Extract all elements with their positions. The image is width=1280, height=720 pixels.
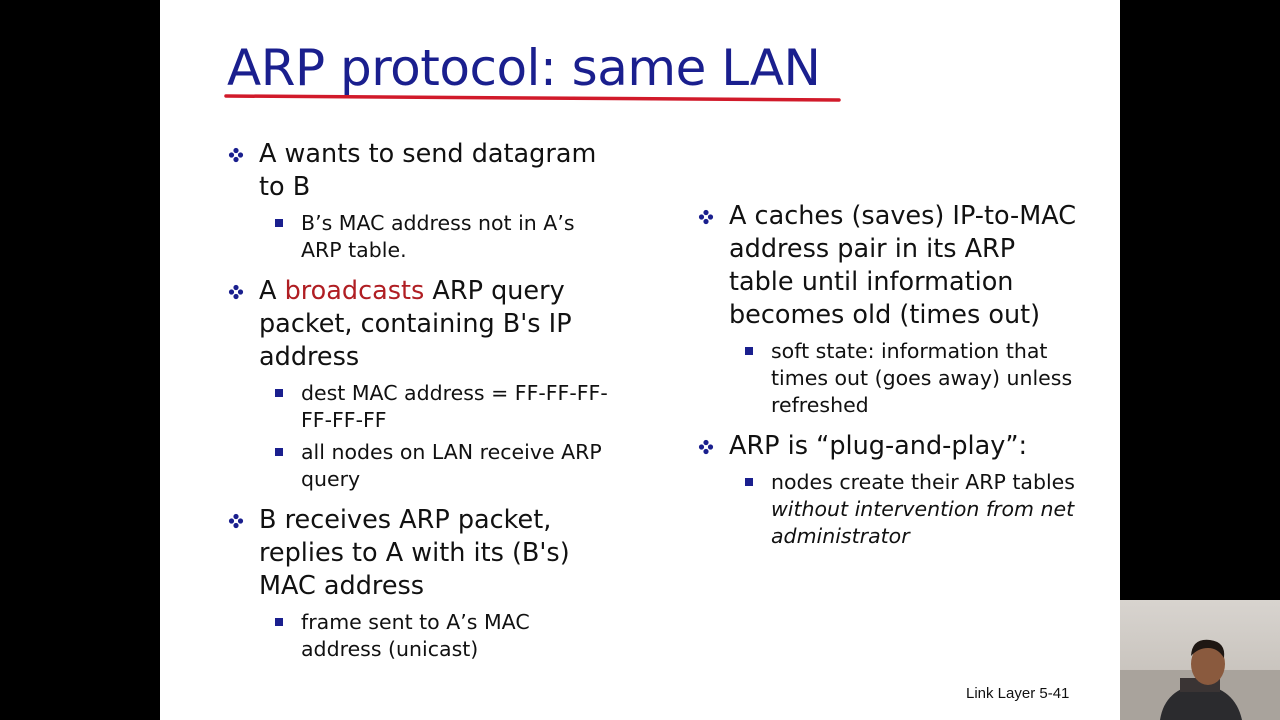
bullet-text: A wants to send datagram to B xyxy=(259,139,597,202)
sub-bullet-item: frame sent to A’s MAC address (unicast) xyxy=(259,609,608,663)
broadcasts-highlight: broadcasts xyxy=(284,276,425,306)
presenter-webcam xyxy=(1120,600,1280,720)
bullet-item: ARP is “plug-and-play”: nodes create the… xyxy=(698,430,1078,550)
sub-bullet-text: dest MAC address = FF-FF-FF-FF-FF-FF xyxy=(301,381,608,432)
bullet-item: A broadcasts ARP query packet, containin… xyxy=(228,275,608,493)
square-bullet-icon xyxy=(275,219,283,227)
sub-bullet-item: soft state: information that times out (… xyxy=(729,338,1078,419)
sub-bullet-item: nodes create their ARP tables without in… xyxy=(729,469,1078,550)
sub-bullet-text-pre: nodes create their ARP tables xyxy=(771,470,1075,494)
bullet-item: A wants to send datagram to B B’s MAC ad… xyxy=(228,138,608,264)
sub-bullet-item: dest MAC address = FF-FF-FF-FF-FF-FF xyxy=(259,380,608,434)
bullet-item: B receives ARP packet, replies to A with… xyxy=(228,504,608,663)
square-bullet-icon xyxy=(275,448,283,456)
right-column: A caches (saves) IP-to-MAC address pair … xyxy=(698,200,1078,561)
square-bullet-icon xyxy=(745,478,753,486)
slide-title: ARP protocol: same LAN xyxy=(227,39,821,97)
sub-bullet-text-italic: without intervention from net administra… xyxy=(771,497,1075,548)
title-underline xyxy=(224,94,841,102)
sub-bullet-text: all nodes on LAN receive ARP query xyxy=(301,440,602,491)
left-column: A wants to send datagram to B B’s MAC ad… xyxy=(228,138,608,674)
diamond-bullet-icon xyxy=(228,284,244,300)
bullet-text-post: ARP query packet, containing B's IP addr… xyxy=(259,276,572,372)
bullet-text: A broadcasts ARP query packet, containin… xyxy=(259,275,608,374)
square-bullet-icon xyxy=(275,618,283,626)
sub-bullet-item: all nodes on LAN receive ARP query xyxy=(259,439,608,493)
bullet-text: A caches (saves) IP-to-MAC address pair … xyxy=(729,201,1077,330)
sub-bullet-text: nodes create their ARP tables without in… xyxy=(771,469,1078,550)
sub-bullet-text: B’s MAC address not in A’s ARP table. xyxy=(301,211,575,262)
square-bullet-icon xyxy=(275,389,283,397)
diamond-bullet-icon xyxy=(698,209,714,225)
presenter-silhouette xyxy=(1120,639,1280,720)
sub-bullet-item: B’s MAC address not in A’s ARP table. xyxy=(259,210,608,264)
sub-bullet-text: soft state: information that times out (… xyxy=(771,339,1073,417)
diamond-bullet-icon xyxy=(228,147,244,163)
bullet-text-pre: A xyxy=(259,276,285,306)
slide-footer: Link Layer 5-41 xyxy=(966,685,1070,702)
sub-bullet-text: frame sent to A’s MAC address (unicast) xyxy=(301,610,530,661)
bullet-text: ARP is “plug-and-play”: xyxy=(729,431,1028,461)
diamond-bullet-icon xyxy=(228,513,244,529)
diamond-bullet-icon xyxy=(698,439,714,455)
slide: ARP protocol: same LAN A wants to send d… xyxy=(160,0,1120,720)
bullet-text: B receives ARP packet, replies to A with… xyxy=(259,505,570,601)
square-bullet-icon xyxy=(745,347,753,355)
bullet-item: A caches (saves) IP-to-MAC address pair … xyxy=(698,200,1078,419)
